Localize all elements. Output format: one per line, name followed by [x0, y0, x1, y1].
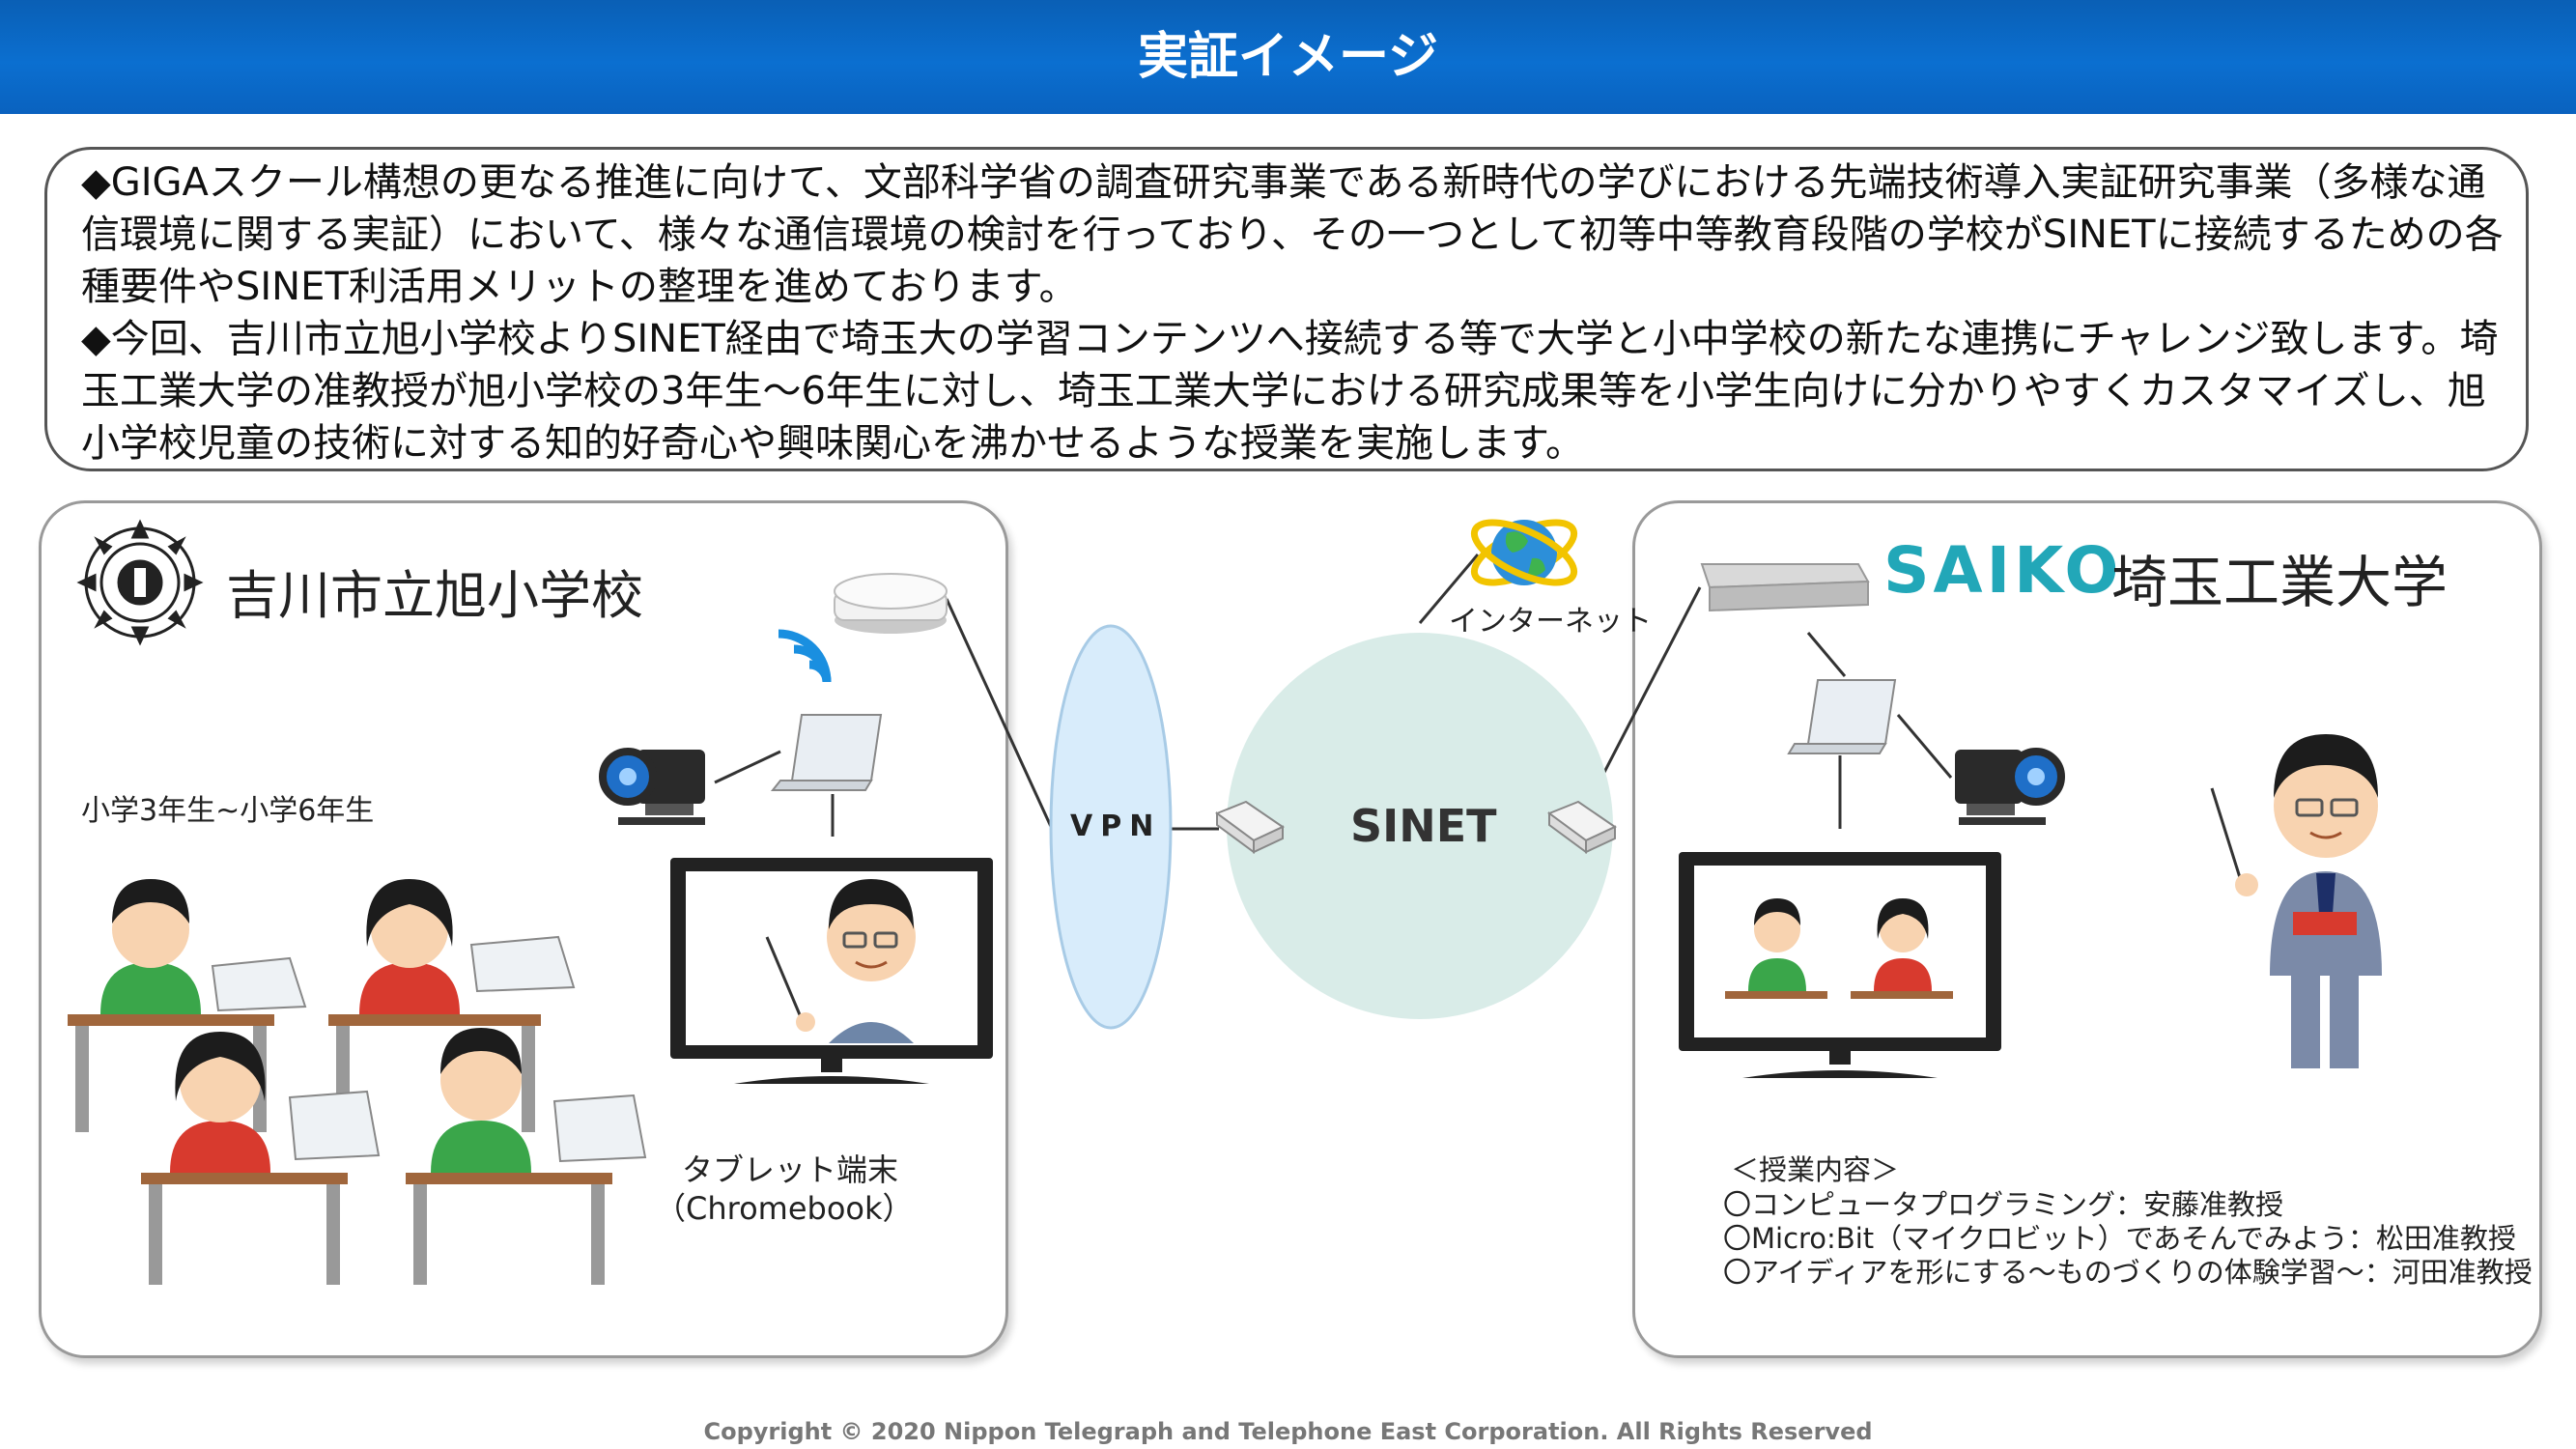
students-icon-on-screen: [1725, 898, 1953, 999]
student-icon-4: [406, 1028, 647, 1285]
school-panel: [39, 500, 1008, 1358]
summary-paragraph-2: ◆今回、吉川市立旭小学校よりSINET経由で埼玉大の学習コンテンツへ接続する等で…: [81, 317, 2499, 466]
camera-icon-university: [1955, 748, 2065, 825]
copyright-footer: Copyright © 2020 Nippon Telegraph and Te…: [703, 1418, 1873, 1445]
sinet-label: SINET: [1350, 800, 1497, 852]
vpn-label: VPN: [1070, 810, 1162, 843]
monitor-icon-school: [670, 858, 993, 1084]
lesson-item-1: 〇コンピュータプログラミング：安藤准教授: [1723, 1188, 2284, 1221]
professor-icon: [2210, 734, 2382, 1068]
internet-label: インターネット: [1449, 605, 1652, 639]
school-name: 吉川市立旭小学校: [226, 565, 643, 626]
access-point-icon: [834, 573, 948, 634]
sinet-cloud: [1227, 633, 1613, 1019]
student-icon-3: [141, 1032, 381, 1285]
vpn-tunnel: [1049, 624, 1173, 1030]
lesson-heading: ＜授業内容＞: [1731, 1153, 1900, 1186]
teacher-icon-on-screen: [765, 879, 916, 1043]
saiko-logo: SAIKO: [1883, 533, 2123, 608]
tablet-label: タブレット端末: [682, 1151, 899, 1188]
wifi-icon: [778, 629, 832, 683]
connection-lines: [714, 554, 1953, 837]
monitor-icon-university: [1679, 852, 2001, 1078]
router-icon-left: [1214, 800, 1286, 854]
summary-box: [44, 147, 2529, 471]
student-icon-1: [68, 879, 307, 1132]
router-icon-right: [1546, 800, 1618, 854]
school-emblem-icon: [76, 519, 204, 646]
lesson-item-3: 〇アイディアを形にする～ものづくりの体験学習～：河田准教授: [1723, 1256, 2533, 1289]
network-switch-icon: [1700, 563, 1870, 612]
lesson-item-2: 〇Micro:Bit（マイクロビット）であそんでみよう：松田准教授: [1723, 1222, 2516, 1255]
camera-icon-school: [599, 748, 705, 825]
title-bar: [0, 0, 2576, 114]
globe-icon: [1470, 519, 1578, 586]
summary-paragraph-1: ◆GIGAスクール構想の更なる推進に向けて、文部科学省の調査研究事業である新時代…: [81, 160, 2504, 309]
chromebook-label: （Chromebook）: [655, 1190, 914, 1227]
grade-range-label: 小学3年生~小学6年生: [81, 794, 375, 828]
university-name: 埼玉工業大学: [2111, 550, 2449, 615]
student-icon-2: [328, 879, 576, 1132]
laptop-icon-school: [770, 714, 883, 791]
page-title: 実証イメージ: [1138, 28, 1438, 86]
laptop-icon-university: [1787, 679, 1897, 754]
